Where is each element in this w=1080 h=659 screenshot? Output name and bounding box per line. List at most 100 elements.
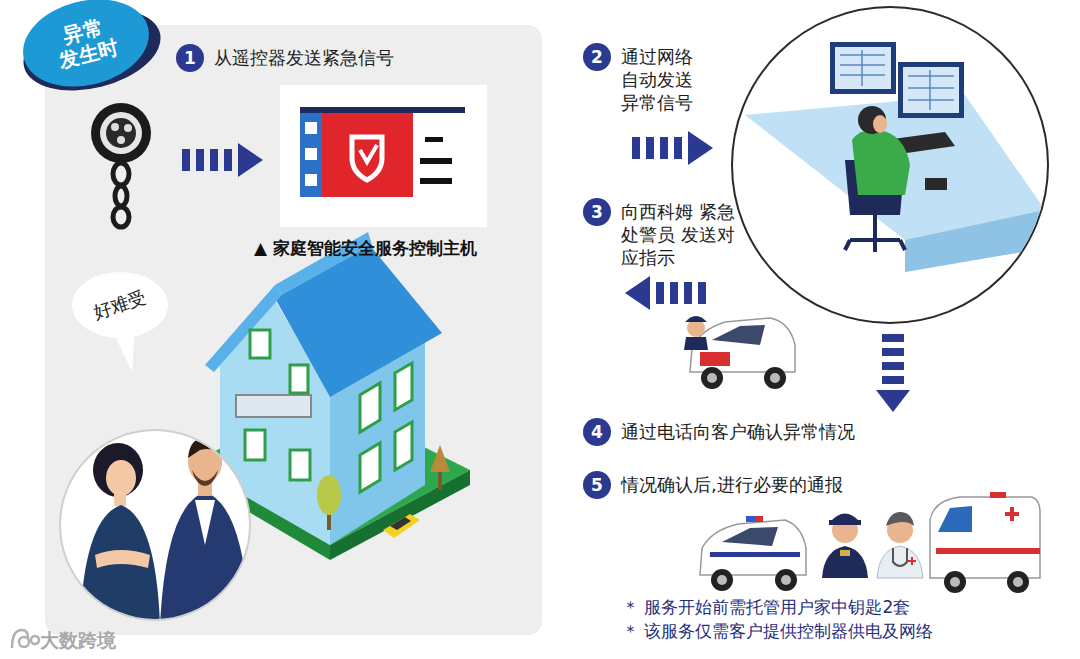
monitoring-center	[905, 210, 1045, 272]
responders	[722, 527, 778, 546]
watermark-logo	[12, 630, 28, 648]
responders	[990, 492, 1006, 498]
responders	[717, 575, 727, 585]
down-arrow	[876, 390, 910, 412]
down-arrow	[882, 348, 904, 356]
dashed-arrow	[182, 149, 190, 171]
network-arrow	[688, 131, 713, 165]
control-host	[305, 174, 317, 186]
control-host	[425, 137, 443, 142]
step-text: 通过网络 自动发送 异常信号	[621, 43, 700, 114]
security-car	[684, 316, 795, 389]
dashed-arrow	[182, 143, 263, 177]
bubble-tail	[118, 372, 132, 373]
people	[93, 443, 143, 497]
monitoring-center	[858, 106, 886, 134]
monitoring-center	[745, 95, 1045, 272]
responders	[936, 548, 1040, 554]
dashed-arrow	[210, 149, 218, 171]
responders	[1010, 507, 1014, 521]
responders	[700, 520, 806, 575]
control-host	[280, 85, 487, 227]
house	[290, 365, 308, 393]
step-item: 5 情况确认后,进行必要的通报	[583, 471, 843, 499]
house	[290, 450, 310, 480]
control-host	[360, 145, 377, 162]
step-text: 情况确认后,进行必要的通报	[621, 471, 843, 496]
responders	[822, 546, 868, 578]
remote-control	[100, 112, 142, 154]
remote-control	[124, 124, 132, 132]
down-arrow	[882, 376, 904, 384]
watermark-logo	[12, 630, 39, 648]
left-panel	[45, 25, 542, 635]
people	[60, 430, 250, 625]
remote-control	[113, 163, 129, 185]
network-arrow	[660, 137, 668, 159]
dashed-arrow	[196, 149, 204, 171]
step-item: 1从遥控器发送紧急信号	[176, 44, 394, 72]
control-host	[280, 85, 487, 227]
responders	[950, 577, 960, 587]
device-caption: ▲ 家庭智能安全服务控制主机	[254, 237, 477, 260]
control-host	[322, 113, 413, 197]
step-item: 2 通过网络 自动发送 异常信号	[583, 43, 700, 114]
responders	[840, 550, 850, 556]
responders	[746, 516, 762, 522]
callout-number: 5	[583, 471, 611, 499]
control-host	[420, 158, 452, 164]
remote-control	[106, 118, 136, 148]
footnote: ＊ 该服务仅需客户提供控制器供电及网络	[622, 620, 933, 643]
house	[250, 330, 270, 358]
security-car	[764, 367, 786, 389]
control-host	[305, 122, 317, 134]
responders	[893, 548, 907, 566]
responders	[886, 512, 914, 526]
left-panel	[45, 25, 542, 635]
monitoring-center	[732, 7, 1048, 323]
responders	[781, 575, 791, 585]
responders	[775, 569, 797, 591]
security-car	[707, 373, 717, 383]
remote-control	[91, 103, 151, 227]
step-item: 3 向西科姆 紧急处警员 发送对应指示	[583, 198, 736, 269]
house	[395, 363, 412, 410]
control-host-box: ▲ 家庭智能安全服务控制主机	[280, 85, 487, 227]
responders	[944, 571, 966, 593]
monitoring-center	[845, 215, 905, 252]
bubble-text: 好难受	[91, 285, 150, 325]
dashed-arrow	[224, 149, 232, 171]
monitoring-center	[908, 70, 954, 110]
dispatch-arrow	[656, 282, 664, 304]
dispatch-arrow	[670, 282, 678, 304]
control-host	[300, 107, 465, 113]
dispatch-arrow	[684, 282, 692, 304]
responders	[877, 546, 923, 578]
monitoring-center	[903, 67, 959, 113]
down-arrow	[876, 334, 910, 412]
network-arrow	[646, 137, 654, 159]
responders	[1013, 577, 1023, 587]
house	[236, 395, 311, 417]
people	[195, 500, 215, 545]
responders	[755, 516, 763, 522]
remote-control	[111, 123, 119, 131]
responders	[930, 497, 1040, 578]
security-car	[684, 337, 708, 350]
monitoring-center	[852, 130, 910, 195]
watermark: 大数跨境	[40, 628, 116, 654]
people	[188, 438, 222, 458]
house	[390, 517, 411, 530]
house	[205, 285, 282, 372]
down-arrow	[882, 334, 904, 342]
remote-control	[117, 136, 125, 144]
callout-number: 1	[176, 44, 204, 72]
responders	[911, 557, 913, 565]
watermark-logo	[19, 637, 29, 647]
responders	[710, 552, 800, 557]
step-text: 向西科姆 紧急处警员 发送对应指示	[621, 198, 736, 269]
callout-number: 4	[583, 418, 611, 446]
callout-number: 3	[583, 198, 611, 226]
callout-number: 2	[583, 43, 611, 71]
